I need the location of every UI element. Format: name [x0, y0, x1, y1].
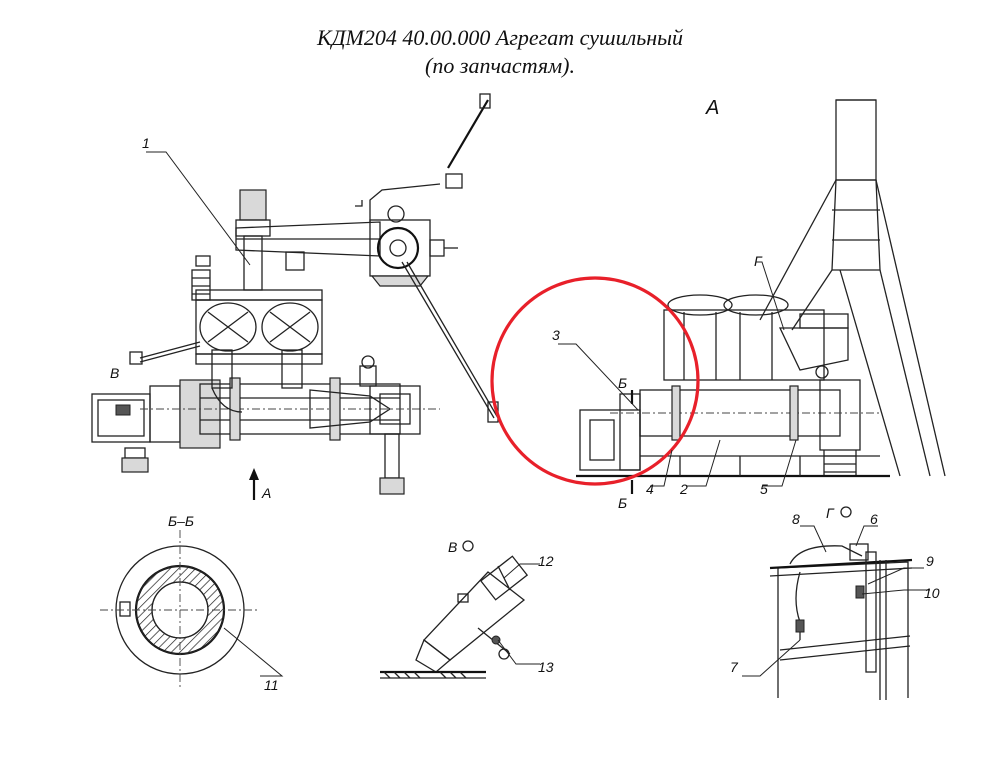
section-mark-b-top: Б [618, 375, 627, 391]
section-bb-label: Б–Б [168, 513, 194, 529]
callout-2: 2 [679, 481, 688, 497]
section-bb [100, 530, 260, 690]
callout-3: 3 [552, 327, 560, 343]
drawing-title: КДМ204 40.00.000 Агрегат сушильный [316, 25, 684, 50]
section-mark-b-bottom: Б [618, 495, 627, 511]
left-plan-view [91, 93, 499, 500]
marker-g-label: Г [754, 253, 763, 269]
callout-11: 11 [264, 677, 279, 693]
drawing-subtitle: (по запчастям). [425, 53, 575, 78]
right-side-view [576, 99, 946, 494]
callout-5: 5 [760, 481, 768, 497]
view-v-detail [380, 555, 529, 679]
callout-8: 8 [792, 511, 800, 527]
callout-12: 12 [538, 553, 554, 569]
callout-6: 6 [870, 511, 878, 527]
callout-10: 10 [924, 585, 940, 601]
leader-lines [146, 151, 930, 677]
view-g-detail [769, 543, 913, 700]
arrow-a-label: А [261, 485, 271, 501]
callout-7: 7 [730, 659, 739, 675]
view-g-label: Г [826, 505, 835, 521]
callout-9: 9 [926, 553, 934, 569]
callout-labels: 1 2 3 4 5 6 7 8 9 10 11 12 13 А А Б–Б В … [110, 97, 940, 693]
callout-13: 13 [538, 659, 554, 675]
highlight-circle [490, 276, 700, 486]
callout-1: 1 [142, 135, 150, 151]
view-v-label: В [448, 539, 457, 555]
marker-v-label: В [110, 365, 119, 381]
callout-4: 4 [646, 481, 654, 497]
view-a-label: А [705, 97, 719, 119]
